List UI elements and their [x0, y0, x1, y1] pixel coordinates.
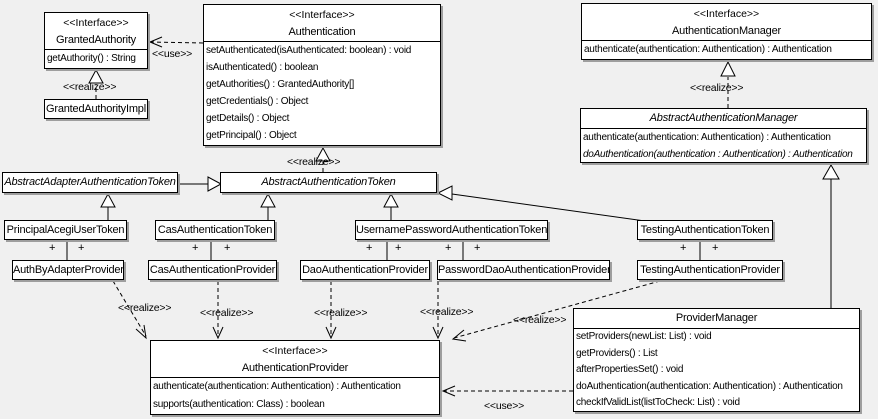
class-name: UsernamePasswordAuthenticationToken	[356, 224, 548, 236]
class-testing-authentication-token: TestingAuthenticationToken	[637, 220, 773, 240]
edge-generalize-castoken-abstracttoken	[260, 192, 276, 220]
edge-use-providermanager-authprovider	[441, 385, 573, 397]
edge-label-realize: <<realize>>	[690, 82, 744, 94]
stereotype-label: <<Interface>>	[693, 8, 760, 20]
class-password-dao-authentication-provider: PasswordDaoAuthenticationProvider	[437, 260, 610, 280]
edge-realize-grantedauthorityimpl-grantedauthority	[88, 68, 104, 99]
edge-realize-daoprovider-authprovider	[325, 281, 337, 340]
method-label: getAuthorities() : GrantedAuthority[]	[206, 79, 355, 90]
edge-realize-authbyadapter-authprovider	[112, 280, 147, 340]
class-authentication-provider: <<Interface>> AuthenticationProvider aut…	[150, 340, 440, 415]
class-name: AuthByAdapterProvider	[13, 264, 124, 276]
stereotype-label: <<Interface>>	[63, 17, 129, 29]
association-plus: +	[680, 242, 687, 254]
method-label: getCredentials() : Object	[206, 96, 309, 107]
method-label: setAuthenticated(isAuthenticated: boolea…	[206, 45, 412, 56]
method-label: authenticate(authentication: Authenticat…	[583, 132, 831, 143]
association-plus: +	[78, 242, 85, 254]
class-name: Authentication	[288, 26, 356, 38]
class-name: TestingAuthenticationProvider	[640, 264, 780, 276]
class-name: AbstractAuthenticationToken	[261, 176, 396, 188]
class-name: TestingAuthenticationToken	[640, 224, 770, 236]
class-name: ProviderManager	[675, 312, 758, 324]
edge-generalize-providermanager-abstractauthmanager	[822, 163, 840, 308]
edge-generalize-abstractadapter-abstracttoken	[178, 176, 223, 192]
edge-generalize-principalacegi-abstractadapter	[100, 192, 116, 220]
class-name: PasswordDaoAuthenticationProvider	[438, 264, 610, 276]
class-granted-authority-impl: GrantedAuthorityImpl	[44, 99, 148, 119]
edge-label-realize: <<realize>>	[314, 307, 368, 319]
edge-realize-abstracttoken-authentication	[315, 146, 331, 172]
method-label: getDetails() : Object	[206, 113, 290, 124]
class-name: DaoAuthenticationProvider	[302, 264, 428, 276]
method-label: isAuthenticated() : boolean	[206, 62, 319, 73]
class-abstract-authentication-token: AbstractAuthenticationToken	[220, 172, 437, 193]
edge-label-realize: <<realize>>	[200, 307, 254, 319]
method-label: getAuthority() : String	[47, 53, 136, 64]
class-granted-authority: <<Interface>> GrantedAuthority getAuthor…	[44, 12, 148, 69]
edge-generalize-testingtoken-abstracttoken	[436, 185, 646, 222]
association-plus: +	[395, 242, 402, 254]
class-name: GrantedAuthorityImpl	[46, 103, 146, 115]
stereotype-label: <<Interface>>	[262, 345, 328, 357]
association-plus: +	[474, 242, 481, 254]
class-cas-authentication-token: CasAuthenticationToken	[155, 220, 275, 240]
edge-realize-passworddaoprovider-authprovider	[432, 281, 444, 340]
edge-realize-testingprovider-authprovider	[451, 280, 661, 342]
class-testing-authentication-provider: TestingAuthenticationProvider	[637, 260, 783, 280]
method-label: getPrincipal() : Object	[206, 130, 297, 141]
method-label: checkIfValidList(listToCheck: List) : vo…	[576, 397, 740, 408]
class-name: AbstractAdapterAuthenticationToken	[4, 176, 176, 188]
edge-label-use: <<use>>	[484, 400, 525, 412]
association-plus: +	[224, 242, 231, 254]
class-provider-manager: ProviderManager setProviders(newList: Li…	[573, 308, 860, 412]
class-abstract-authentication-manager: AbstractAuthenticationManager authentica…	[580, 108, 867, 163]
class-authentication: <<Interface>> Authentication setAuthenti…	[203, 4, 441, 146]
class-name: AbstractAuthenticationManager	[649, 112, 798, 124]
edge-label-realize: <<realize>>	[63, 81, 117, 93]
class-abstract-adapter-authentication-token: AbstractAdapterAuthenticationToken	[2, 172, 178, 193]
class-dao-authentication-provider: DaoAuthenticationProvider	[300, 260, 430, 280]
association-plus: +	[49, 242, 56, 254]
method-label: getProviders() : List	[576, 347, 658, 359]
class-name: CasAuthenticationProvider	[149, 264, 276, 276]
edge-label-use: <<use>>	[152, 48, 193, 60]
edge-realize-casprovider-authprovider	[212, 281, 224, 340]
method-label: supports(authentication: Class) : boolea…	[153, 399, 325, 410]
method-label: setProviders(newList: List) : void	[576, 331, 712, 342]
class-name: GrantedAuthority	[56, 34, 136, 46]
edge-label-realize: <<realize>>	[420, 306, 474, 318]
class-cas-authentication-provider: CasAuthenticationProvider	[148, 260, 277, 280]
method-label: afterPropertiesSet() : void	[576, 364, 684, 375]
method-label: authenticate(authentication: Authenticat…	[153, 381, 401, 392]
method-label: authenticate(authentication: Authenticat…	[584, 44, 832, 55]
edge-use-authentication-grantedauthority	[148, 36, 204, 48]
edge-label-realize: <<realize>>	[118, 302, 172, 314]
class-auth-by-adapter-provider: AuthByAdapterProvider	[12, 260, 124, 280]
class-username-password-authentication-token: UsernamePasswordAuthenticationToken	[355, 220, 548, 240]
class-name: PrincipalAcegiUserToken	[6, 224, 125, 236]
edge-label-realize: <<realize>>	[287, 156, 341, 168]
method-label: doAuthentication(authentication : Authen…	[583, 149, 853, 160]
association-plus: +	[712, 242, 719, 254]
edge-label-realize: <<realize>>	[513, 314, 567, 326]
class-authentication-manager: <<Interface>> AuthenticationManager auth…	[581, 3, 872, 60]
stereotype-label: <<Interface>>	[289, 9, 355, 21]
association-plus: +	[445, 242, 452, 254]
method-label: doAuthentication(authentication: Authent…	[576, 380, 843, 392]
class-name: CasAuthenticationToken	[157, 224, 273, 236]
association-plus: +	[192, 242, 199, 254]
class-principal-acegi-user-token: PrincipalAcegiUserToken	[4, 220, 127, 240]
association-plus: +	[366, 242, 373, 254]
class-name: AuthenticationProvider	[241, 362, 349, 374]
edge-generalize-usernametoken-abstracttoken	[383, 192, 399, 220]
edge-realize-abstractauthmanager-authmanager	[720, 60, 736, 108]
class-name: AuthenticationManager	[672, 25, 781, 37]
